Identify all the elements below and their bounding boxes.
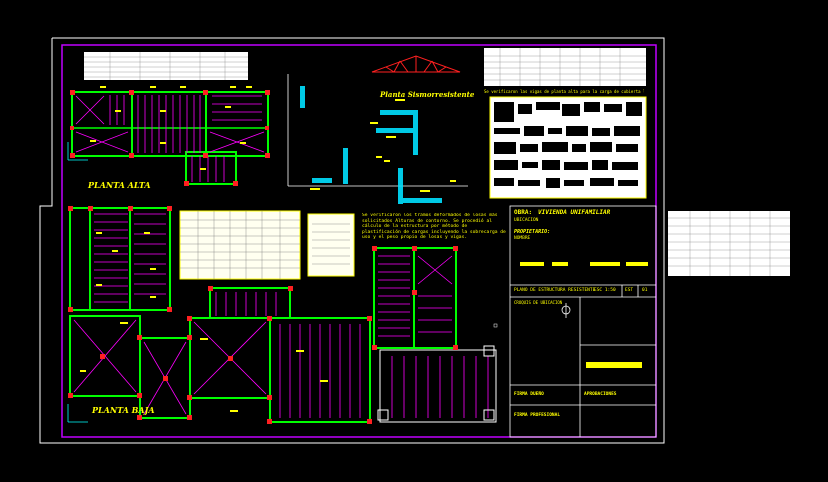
aprobaciones-label: APROBACIONES [584,392,617,397]
ubicacion-label: UBICACION [514,218,539,223]
seismic-plan [287,74,468,204]
title-block-stamp-4 [626,262,648,266]
beam-schedule-table [484,48,646,86]
upper-note: Se verificaron las vigas de planta alta … [484,89,644,94]
obra-value: VIVIENDA UNIFAMILIAR [538,209,611,216]
planta-baja-plan [68,206,372,424]
planta-baja-label: PLANTA BAJA [92,405,155,415]
sheet-border [39,37,665,444]
approval-stamp [586,362,642,368]
beam-table-small [84,52,248,80]
rebar-schedule-content [494,102,642,188]
stair-area-plan [372,246,497,423]
title-block-stamp-2 [552,262,568,266]
plano-label: PLANO DE ESTRUCTURA RESISTENTE [514,288,596,293]
planta-alta-plan [70,86,270,186]
lamina-label: EST [625,288,634,293]
firma-dueno-label: FIRMA DUEÑO [514,392,544,397]
title-block-stamp-3 [590,262,620,266]
loads-table [307,213,355,277]
obra-label: OBRA: [514,209,533,216]
title-block-frame [509,205,657,438]
planta-alta-label: PLANTA ALTA [88,180,151,190]
croquis-label: CROQUIS DE UBICACION [514,300,563,305]
propietario-label: PROPIETARIO: [514,229,551,235]
external-table [668,211,790,276]
firma-profesional-label: FIRMA PROFESIONAL [514,413,561,418]
title-block-stamp [520,262,544,266]
escala-label: ESC 1:50 [594,288,616,293]
planta-sismorresistente-label: Planta Sismorresistente [380,90,475,99]
nombre-label: NOMBRE [514,236,531,241]
num-label: 01 [642,288,648,293]
north-arrow-icon [561,303,571,318]
roof-truss [371,55,461,73]
calculation-note: Se verificaron los tramos deformados de … [362,213,506,241]
